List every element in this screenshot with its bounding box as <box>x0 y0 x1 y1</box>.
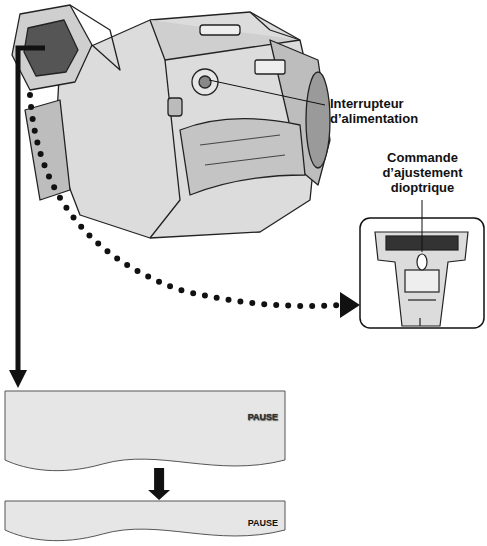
viewfinder-screen: PAUSE <box>4 390 286 474</box>
screen-outline <box>4 390 286 474</box>
viewfinder-screen: PAUSE <box>4 500 286 544</box>
screen-indicator: PAUSE <box>248 518 278 528</box>
screen-outline <box>4 500 286 544</box>
sequence-arrow <box>148 468 170 500</box>
part-label: Commande d’ajustement dioptrique <box>360 150 485 195</box>
part-label: Interrupteur d’alimentation <box>330 96 485 126</box>
screen-indicator: PAUSE <box>248 412 278 422</box>
